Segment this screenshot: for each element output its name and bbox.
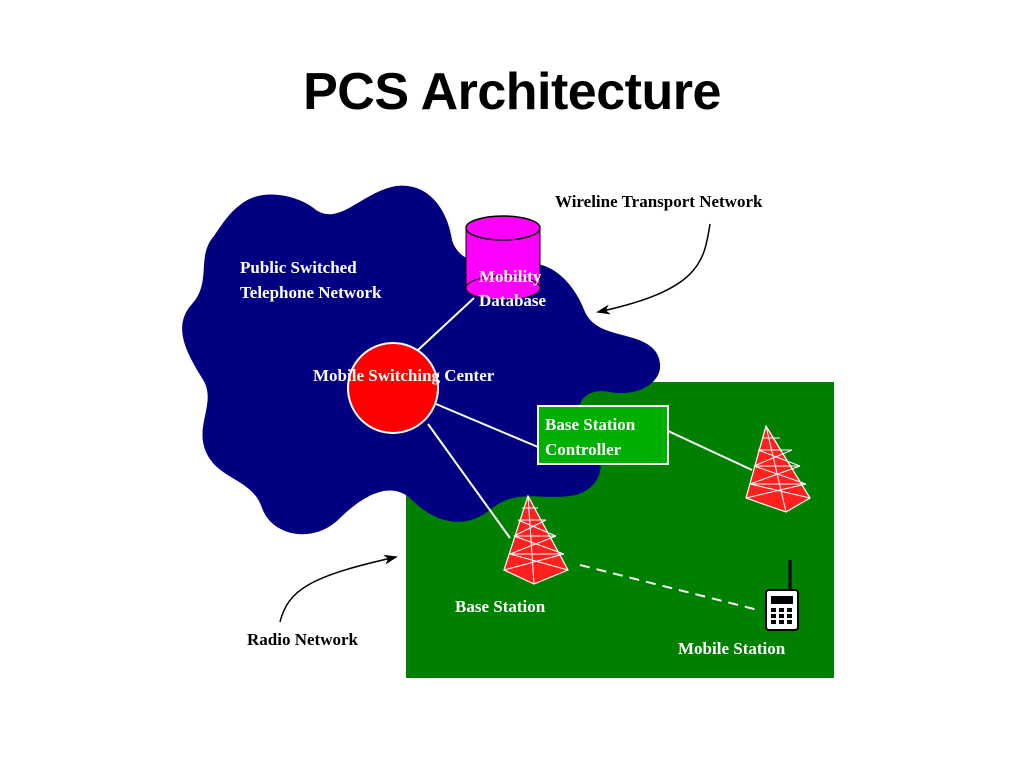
- mobile-station-label: Mobile Station: [678, 639, 786, 658]
- mobile-switching-center-icon: [347, 342, 439, 434]
- bsc-label-line2: Controller: [545, 440, 622, 459]
- link-msc-tower-left: [427, 423, 511, 539]
- link-bsc-tower-right: [667, 430, 753, 471]
- mobile-station-icon: [765, 560, 799, 631]
- mobility-database-label-line2: Database: [479, 291, 547, 310]
- link-msc-bsc: [435, 403, 539, 448]
- radio-network-callout-arrow: [279, 554, 398, 623]
- msc-label: Mobile Switching Center: [313, 366, 495, 385]
- wireline-transport-network-label: Wireline Transport Network: [555, 192, 763, 211]
- mobility-database-icon: [465, 215, 541, 301]
- radio-network-label: Radio Network: [247, 630, 359, 649]
- network-links: [417, 297, 759, 611]
- wireless-link-base-to-mobile: [579, 564, 759, 611]
- wireline-callout-arrow: [596, 223, 711, 315]
- base-station-tower-icon: [503, 494, 569, 585]
- page-title: PCS Architecture: [303, 63, 721, 121]
- base-station-label: Base Station: [455, 597, 546, 616]
- pstn-label-line2: Telephone Network: [240, 283, 382, 302]
- base-station-controller-box: [537, 405, 669, 465]
- tower-icon: [745, 424, 811, 513]
- pstn-label-line1: Public Switched: [240, 258, 357, 277]
- bsc-label-line1: Base Station: [545, 415, 636, 434]
- link-msc-mobility-database: [417, 297, 475, 351]
- mobility-database-label-line1: Mobility: [479, 267, 542, 286]
